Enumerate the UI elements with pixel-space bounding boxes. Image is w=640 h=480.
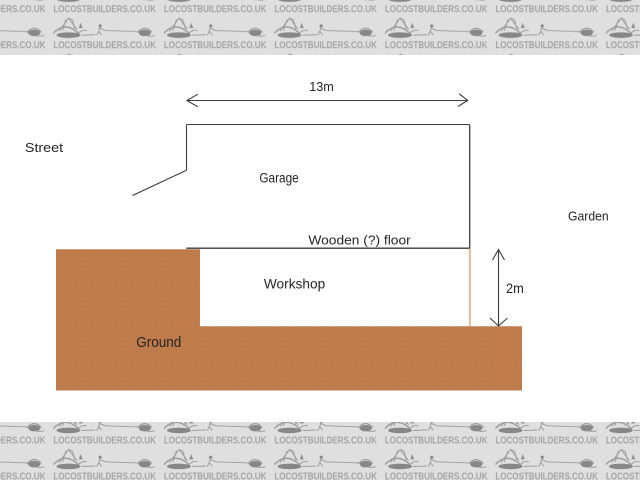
svg-text:Ground: Ground	[136, 335, 181, 351]
svg-text:2m: 2m	[506, 280, 524, 296]
svg-text:Garden: Garden	[568, 209, 609, 224]
svg-text:Garage: Garage	[259, 170, 298, 185]
svg-text:13m: 13m	[309, 79, 334, 94]
svg-text:Wooden (?) floor: Wooden (?) floor	[308, 232, 411, 247]
svg-text:Street: Street	[25, 140, 64, 155]
svg-text:Workshop: Workshop	[264, 276, 325, 292]
